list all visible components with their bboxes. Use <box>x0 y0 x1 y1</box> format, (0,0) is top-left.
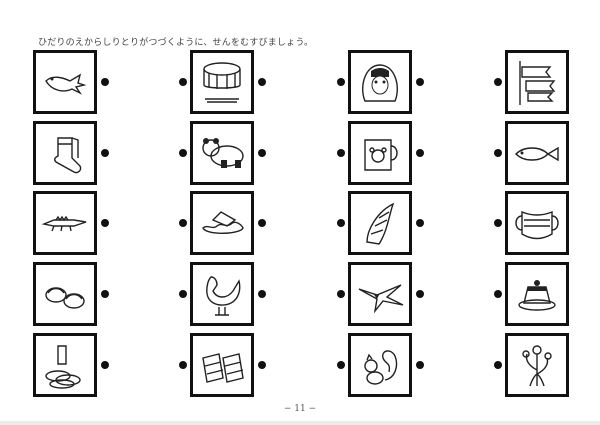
connection-dot-right-squirrel[interactable] <box>416 361 424 369</box>
picture-card-sock <box>33 121 97 185</box>
carp-streamer-icon <box>519 61 556 105</box>
connection-dot-left-carp-streamer[interactable] <box>494 78 502 86</box>
connection-dot-right-sock[interactable] <box>101 149 109 157</box>
connection-dot-right-mug[interactable] <box>416 149 424 157</box>
daruma-icon <box>362 64 398 102</box>
picture-card-slippers <box>33 262 97 326</box>
connection-dot-left-bamboo-shoot[interactable] <box>337 219 345 227</box>
picture-card-face-mask <box>505 191 569 255</box>
connection-dot-left-face-mask[interactable] <box>494 219 502 227</box>
connection-dot-right-ring-toss[interactable] <box>101 361 109 369</box>
violet-flower-icon <box>522 345 552 387</box>
slippers-icon <box>45 287 85 309</box>
connection-dot-right-crocodile[interactable] <box>101 219 109 227</box>
picture-card-swallow <box>348 262 412 326</box>
picture-card-crocodile <box>33 191 97 255</box>
connection-dot-right-swallow[interactable] <box>416 290 424 298</box>
connection-dot-left-squirrel[interactable] <box>337 361 345 369</box>
killifish-icon <box>515 146 559 162</box>
face-mask-icon <box>515 210 559 240</box>
picture-card-carp-streamer <box>505 50 569 114</box>
picture-card-daruma <box>348 50 412 114</box>
picture-card-panda <box>190 121 254 185</box>
connection-dot-left-mug[interactable] <box>337 149 345 157</box>
connection-dot-right-bamboo-shoot[interactable] <box>416 219 424 227</box>
pudding-icon <box>518 280 556 311</box>
connection-dot-right-geta-sandals[interactable] <box>258 361 266 369</box>
crocodile-icon <box>41 215 87 232</box>
geta-sandals-icon <box>202 353 244 383</box>
picture-card-pudding <box>505 262 569 326</box>
connection-dot-left-geta-sandals[interactable] <box>179 361 187 369</box>
picture-card-rooster <box>190 262 254 326</box>
connection-dot-left-pudding[interactable] <box>494 290 502 298</box>
connection-dot-left-drum[interactable] <box>179 78 187 86</box>
connection-dot-left-daruma[interactable] <box>337 78 345 86</box>
picture-card-drum <box>190 50 254 114</box>
picture-card-geta-sandals <box>190 333 254 397</box>
connection-dot-left-violet-flower[interactable] <box>494 361 502 369</box>
ring-toss-icon <box>45 345 81 389</box>
picture-card-killifish <box>505 121 569 185</box>
picture-card-mug <box>348 121 412 185</box>
squirrel-icon <box>364 350 398 385</box>
picture-card-bamboo-shoot <box>348 191 412 255</box>
connection-dot-right-dish[interactable] <box>258 219 266 227</box>
picture-card-squirrel <box>348 333 412 397</box>
connection-dot-right-drum[interactable] <box>258 78 266 86</box>
connection-dot-left-dish[interactable] <box>179 219 187 227</box>
connection-dot-left-swallow[interactable] <box>337 290 345 298</box>
page-edge <box>0 421 600 425</box>
connection-dot-right-panda[interactable] <box>258 149 266 157</box>
connection-dot-left-rooster[interactable] <box>179 290 187 298</box>
connection-dot-left-panda[interactable] <box>179 149 187 157</box>
bamboo-shoot-icon <box>366 202 395 245</box>
dish-icon <box>202 211 244 234</box>
connection-dot-right-rooster[interactable] <box>258 290 266 298</box>
swallow-icon <box>358 284 404 314</box>
picture-card-ring-toss <box>33 333 97 397</box>
rooster-icon <box>206 276 241 316</box>
connection-dot-right-slippers[interactable] <box>101 290 109 298</box>
connection-dot-right-daruma[interactable] <box>416 78 424 86</box>
connection-dot-right-sea-otter[interactable] <box>101 78 109 86</box>
panda-icon <box>202 138 244 168</box>
mug-icon <box>364 139 398 171</box>
picture-card-violet-flower <box>505 333 569 397</box>
sock-icon <box>54 137 82 174</box>
instruction-text: ひだりのえからしりとりがつづくように、せんをむすびましょう。 <box>38 38 314 48</box>
connection-dot-left-killifish[interactable] <box>494 149 502 157</box>
picture-card-sea-otter <box>33 50 97 114</box>
sea-otter-icon <box>45 73 87 95</box>
picture-card-dish <box>190 191 254 255</box>
page-number: − 11 − <box>283 404 317 414</box>
drum-icon <box>203 62 241 103</box>
